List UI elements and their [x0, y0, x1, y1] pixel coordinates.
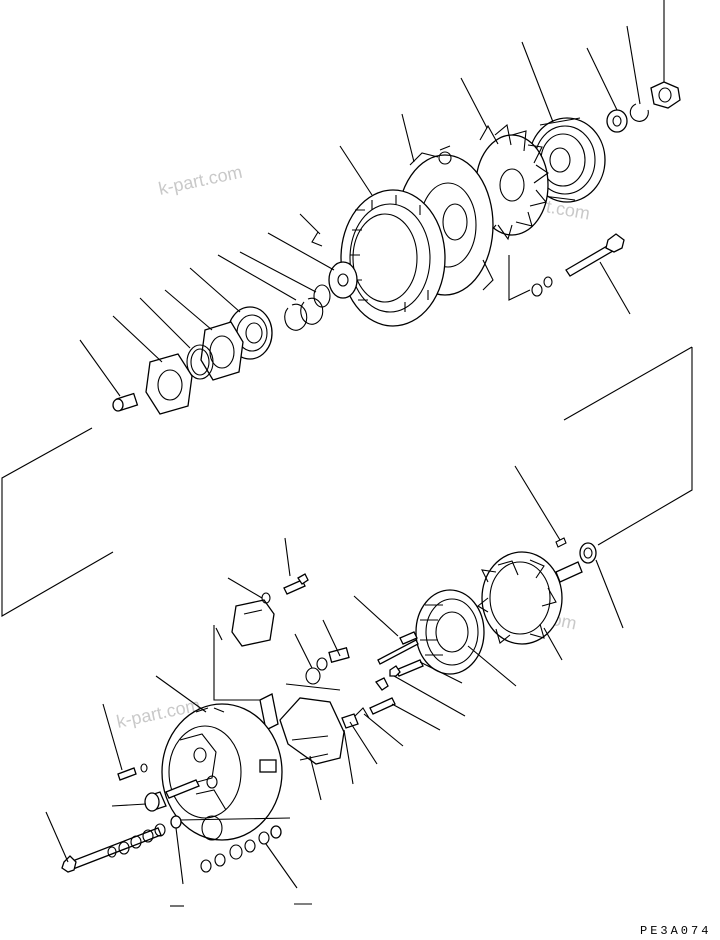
- watermark-top: k-part.com: [157, 162, 244, 199]
- rear-housing-part: [161, 703, 283, 841]
- brush-plate-part: [259, 693, 345, 765]
- snap-ring-2-part: [284, 303, 308, 331]
- long-bolt-part: [61, 827, 162, 873]
- through-bolt-part: [565, 233, 625, 277]
- terminal-bolt-part: [377, 631, 419, 665]
- bushing-part: [144, 779, 200, 812]
- retainer-plate-part: [200, 321, 244, 381]
- retaining-ring-part: [313, 284, 331, 308]
- rotor-washer-part: [579, 542, 597, 564]
- middle-bolt-part: [389, 659, 424, 677]
- lock-washer-part: [629, 103, 649, 122]
- spacer-disc-part: [328, 261, 358, 299]
- bolt-washer-part: [531, 283, 543, 297]
- upper-assembly: [79, 0, 681, 415]
- bearing-cover-part: [145, 353, 193, 415]
- stud-nut-part: [316, 647, 350, 671]
- washer-part: [606, 109, 628, 133]
- drawing-code: PE3A074: [640, 924, 711, 938]
- snap-ring-part: [300, 297, 324, 325]
- regulator-screw-part: [261, 573, 309, 604]
- screw-part: [117, 763, 148, 781]
- stud-washer-part: [305, 667, 321, 685]
- field-coil-part: [415, 589, 485, 675]
- key-part: [555, 537, 567, 548]
- rotor-part: [477, 551, 583, 645]
- bracket-bolt-part: [369, 677, 396, 715]
- o-ring-part: [186, 344, 214, 380]
- nut-part: [650, 81, 681, 109]
- lower-nut-row-part: [200, 825, 282, 873]
- diode-part: [341, 707, 370, 729]
- lower-leader-lines: [45, 465, 624, 907]
- regulator-part: [231, 599, 275, 647]
- stator-part: [311, 189, 446, 327]
- upper-leader-lines: [79, 0, 665, 397]
- lower-assembly: [45, 465, 624, 907]
- bolt-washer-2-part: [543, 276, 553, 288]
- fan-part: [469, 123, 549, 241]
- nut-washer-stack-part: [107, 815, 182, 858]
- assembly-connector-lines: [1, 346, 693, 617]
- cover-screw-part: [112, 392, 139, 412]
